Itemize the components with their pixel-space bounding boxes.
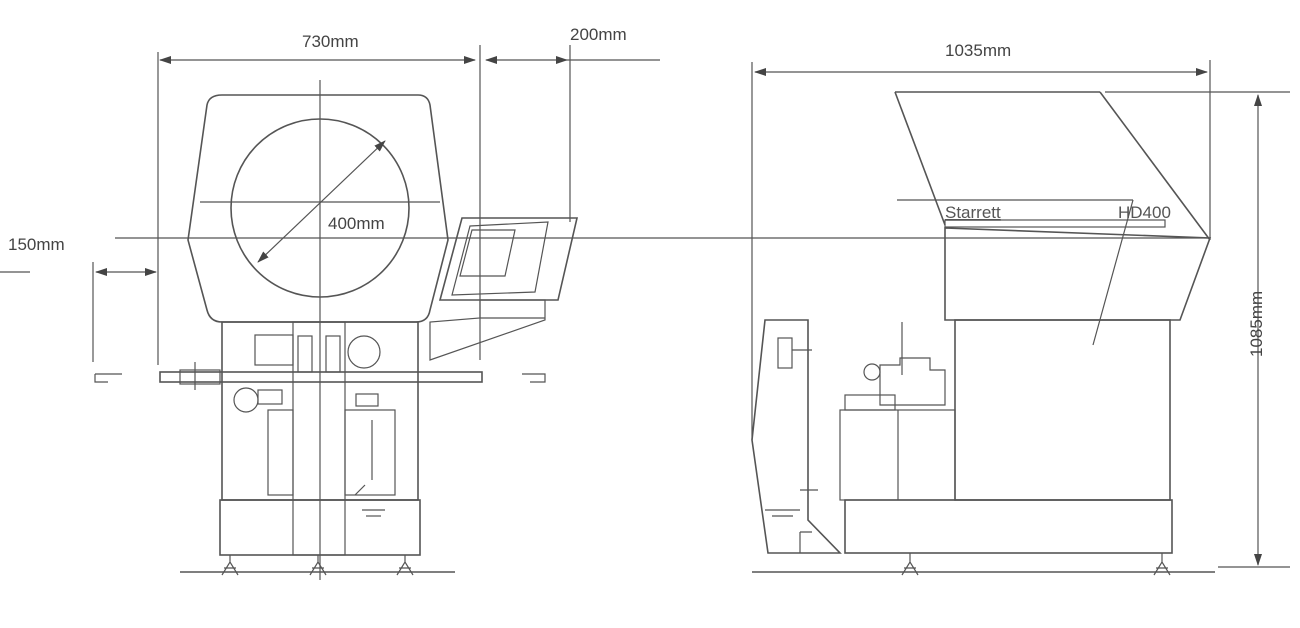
side-head: [944, 227, 1212, 321]
depth-label: 1035mm: [945, 41, 1011, 60]
width-label: 730mm: [302, 32, 359, 51]
side-stand: [954, 319, 1171, 501]
leveling-feet: [221, 555, 414, 576]
measuring-stage: [159, 371, 483, 383]
left-offset-label: 150mm: [8, 235, 65, 254]
side-base: [844, 499, 1173, 554]
front-view: 730mm 200mm 150mm 400mm: [0, 25, 1210, 580]
diameter-label: 400mm: [328, 214, 385, 233]
panel-offset-label: 200mm: [570, 25, 627, 44]
model-name: HD400: [1118, 203, 1171, 222]
height-label: 1085mm: [1247, 291, 1266, 357]
front-base: [219, 499, 421, 556]
panel-display: [459, 229, 516, 277]
side-leveling-feet: [901, 553, 1171, 576]
side-column: [751, 319, 842, 554]
front-column: [292, 321, 346, 556]
control-panel: [438, 217, 579, 301]
diameter-arrow: [257, 140, 386, 263]
brand-name: Starrett: [945, 203, 1001, 222]
side-view: Starrett HD400 1035mm 1085mm: [751, 41, 1290, 576]
label-band: [944, 219, 1166, 228]
